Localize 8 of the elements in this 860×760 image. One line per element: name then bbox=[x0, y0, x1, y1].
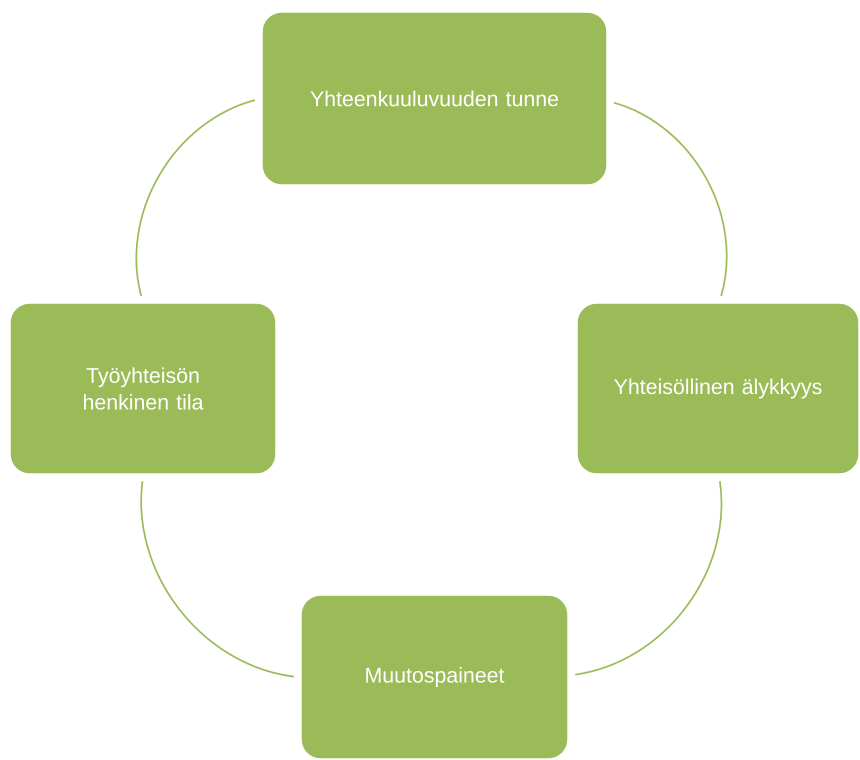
connector-arc bbox=[614, 102, 728, 296]
connector-arc bbox=[575, 481, 722, 676]
process-box: Muutospaineet bbox=[302, 596, 568, 758]
process-box: Yhteisöllinen älykkyys bbox=[578, 304, 858, 474]
process-box: Yhteenkuuluvuuden tunne bbox=[262, 12, 606, 184]
process-box: Työyhteisön henkinen tila bbox=[10, 304, 276, 474]
connector-arc bbox=[140, 481, 294, 678]
connector-arc bbox=[136, 99, 256, 296]
